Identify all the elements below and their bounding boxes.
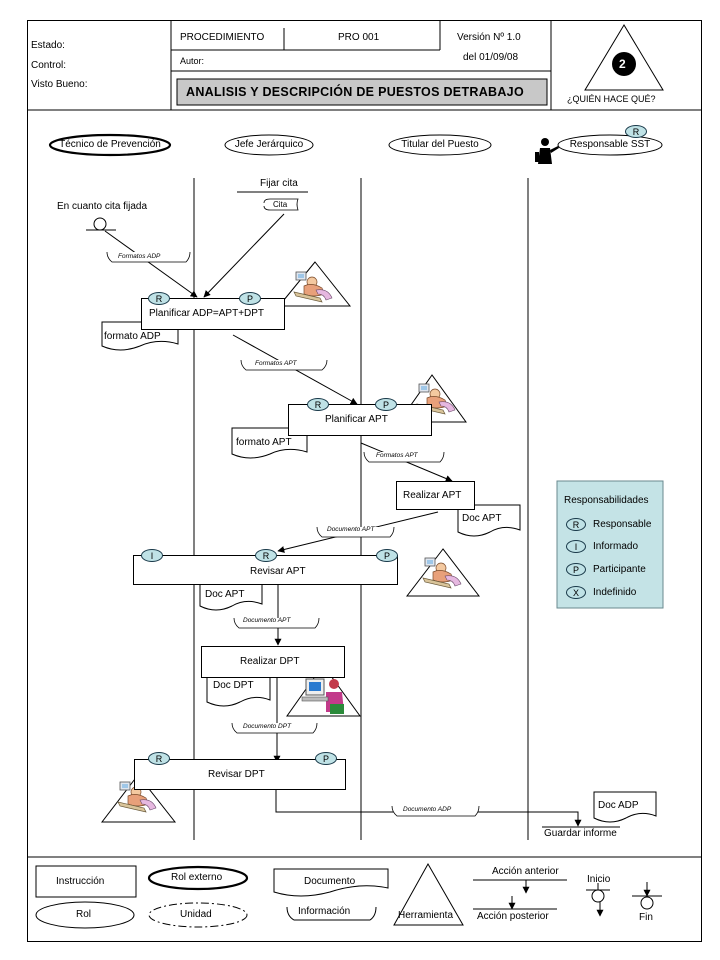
realizar-apt-step [396,481,475,510]
planificar-adp-label: Planificar ADP=APT+DPT [149,308,265,319]
info-shapes [106,251,480,817]
formatos-apt-2-label: Formatos APT [376,452,418,459]
legend-inicio: Inicio [587,874,611,885]
documento-apt-1-label: Documento APT [327,526,375,533]
formatos-adp-label: Formatos ADP [118,253,161,260]
lane-titular-ellipse [388,134,492,156]
lane-tecnico-ellipse [48,133,172,157]
herramienta-triangles [100,261,481,823]
planificar-adp-p-badge: P [239,292,261,305]
responsabilidades-title: Responsabilidades [564,495,649,506]
revisar-dpt-r-badge: R [148,752,170,765]
codigo-label: PRO 001 [338,32,380,43]
resp-p-badge: P [566,563,586,576]
legend-unidad: Unidad [180,909,212,920]
estado-label: Estado: [31,40,65,51]
legend-rol-externo: Rol externo [171,872,223,883]
legend-fin: Fin [639,912,653,923]
cita-doc-label: Cita [273,200,288,209]
doc-apt-2: Doc APT [205,589,245,600]
version-label: Versión Nº 1.0 [457,32,521,43]
realizar-apt-label: Realizar APT [403,490,462,501]
doc-dpt: Doc DPT [213,680,254,691]
lane-titular-label: Titular del Puesto [401,139,479,150]
resp-p-label: Participante [593,564,646,575]
resp-r-label: Responsable [593,519,652,530]
doc-adp: Doc ADP [598,800,639,811]
control-label: Control: [31,60,67,71]
resp-i-label: Informado [593,541,639,552]
title-bar [176,78,548,106]
planificar-adp-r-badge: R [148,292,170,305]
quien-hace-que-label: ¿QUIÉN HACE QUÉ? [567,94,656,104]
revisar-apt-label: Revisar APT [250,566,306,577]
responsable-badge: R [625,125,647,138]
legend-documento: Documento [304,876,356,887]
resp-x-label: Indefinido [593,587,637,598]
legend-shapes [35,862,662,929]
fijar-cita-label: Fijar cita [260,178,298,189]
resp-i-badge: I [566,540,586,553]
page-title: ANALISIS Y DESCRIPCIÓN DE PUESTOS DETRAB… [186,85,524,99]
revisar-apt-p-badge: P [376,549,398,562]
resp-r-badge: R [566,518,586,531]
documento-dpt-label: Documento DPT [243,723,292,730]
formatos-apt-label: Formatos APT [255,360,297,367]
inicio-label: En cuanto cita fijada [57,201,148,212]
lane-jefe-ellipse [224,134,314,156]
formato-adp-doc: formato ADP [104,331,161,342]
realizar-dpt-label: Realizar DPT [240,656,300,667]
guardar-informe-label: Guardar informe [544,828,617,839]
header-triangle [584,24,664,91]
speaker-person-icon [535,138,559,164]
arrows-flow [104,213,582,827]
swimlane-lines [193,178,529,840]
legend-herramienta: Herramienta [398,910,454,921]
header-grid [27,20,702,111]
revisar-dpt-p-badge: P [315,752,337,765]
legend-rol: Rol [76,909,92,920]
legend-informacion: Información [298,906,351,917]
autor-label: Autor: [180,56,205,66]
revisar-apt-r-badge: R [255,549,277,562]
planificar-apt-label: Planificar APT [325,414,388,425]
planificar-apt-p-badge: P [375,398,397,411]
formato-apt-doc: formato APT [236,437,292,448]
legend-arrows [508,880,651,917]
planificar-apt-r-badge: R [307,398,329,411]
cita-info-shape [263,198,299,211]
lane-responsable-label: Responsable SST [569,139,651,150]
legend-instruccion: Instrucción [56,876,105,887]
legend-accion-anterior: Acción anterior [492,866,559,877]
lane-jefe-label: Jefe Jerárquico [234,139,304,150]
documento-adp-label: Documento ADP [403,806,452,813]
legend-accion-posterior: Acción posterior [477,911,549,922]
procedimiento-label: PROCEDIMIENTO [180,32,265,43]
revisar-apt-i-badge: I [141,549,163,562]
page-number: 2 [619,57,626,71]
documento-apt-2-label: Documento APT [243,617,291,624]
inicio-symbol [86,217,116,231]
computer-user-icon [301,678,344,714]
lane-responsable-ellipse [557,134,663,156]
revisar-dpt-label: Revisar DPT [208,769,265,780]
realizar-dpt-step [201,646,345,678]
visto-bueno-label: Visto Bueno: [31,79,88,90]
lane-tecnico-label: Técnico de Prevención [59,139,161,150]
revisar-dpt-step [134,759,346,790]
doc-apt-1: Doc APT [462,513,502,524]
fecha-label: del 01/09/08 [463,52,519,63]
page-frame [27,20,702,942]
resp-x-badge: X [566,586,586,599]
